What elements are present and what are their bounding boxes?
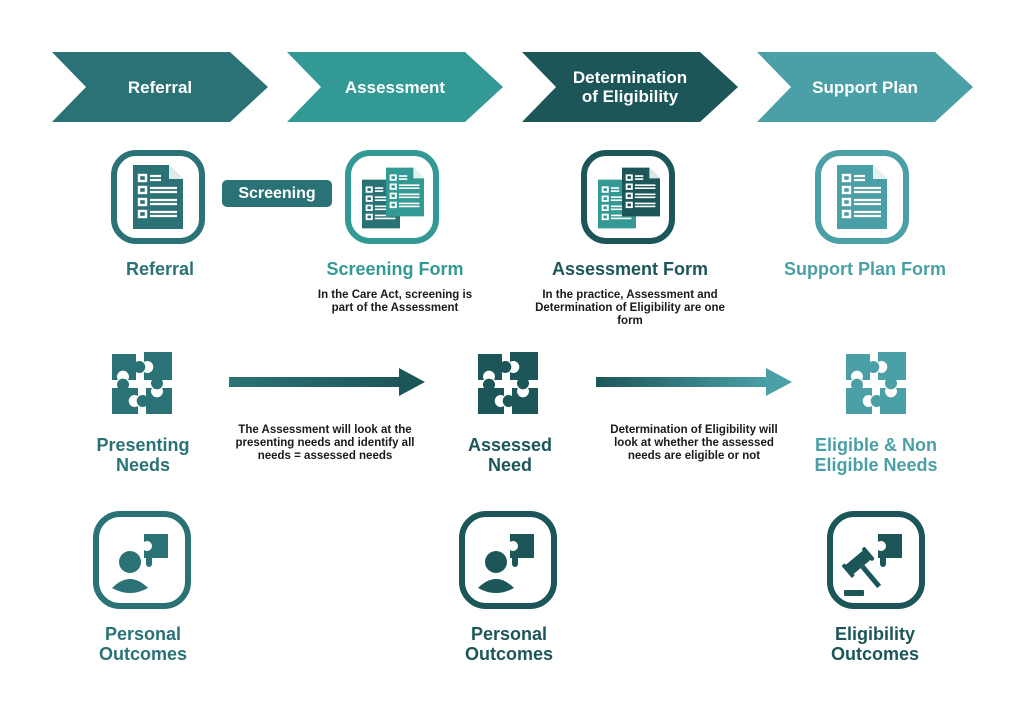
stage-support-plan: Support Plan [757,52,973,122]
puzzle-icon-eligible [842,350,910,418]
chevron-shape [522,52,738,122]
gavel-puzzle-icon [827,511,925,609]
form-label-screening: Screening Form [326,259,464,279]
screening-connector-label: Screening [222,180,332,207]
chevron-shape [757,52,973,122]
stage-label: Assessment [344,77,446,97]
document-checklist-icon [837,165,887,229]
personal-outcomes-frame [92,510,191,609]
assessment-form-frame [580,149,676,245]
chevron-shape [52,52,268,122]
stage-assessment: Assessment [287,52,503,122]
stacked-documents-icon-front [386,168,424,217]
need-label-assessed: Assessed Need [467,435,553,475]
stage-determination-of-eligibility: Determination of Eligibility [522,52,738,122]
screening-form-frame [344,149,440,245]
need-label-presenting: Presenting Needs [96,435,190,475]
stage-label: Referral [127,77,193,97]
transition-note-assessment: The Assessment will look at the presenti… [235,424,415,462]
puzzle-icon-assessed [474,350,542,418]
person-puzzle-icon [459,511,557,609]
stage-referral: Referral [52,52,268,122]
form-label-assessment: Assessment Form [551,259,709,279]
support-plan-form-frame [814,149,910,245]
eligibility-outcomes-frame [826,510,925,609]
person-puzzle-icon [93,511,191,609]
outcome-label-personal: Personal Outcomes [98,624,188,664]
screening-note: In the Care Act, screening is part of th… [317,289,473,314]
outcome-label-eligibility: Eligibility Outcomes [830,624,920,664]
personal-outcomes-frame [458,510,557,609]
outcome-label-personal: Personal Outcomes [464,624,554,664]
transition-note-eligibility: Determination of Eligibility will look a… [610,424,778,462]
puzzle-icon-presenting [108,350,176,418]
assessment-note: In the practice, Assessment and Determin… [535,289,725,327]
stage-label: Support Plan [812,77,918,97]
form-label-support-plan: Support Plan Form [784,259,946,279]
chevron-shape [287,52,503,122]
stacked-documents-icon-front [622,168,660,217]
referral-form-frame [110,149,206,245]
arrow-right-icon [229,368,425,396]
need-label-eligible: Eligible & Non Eligible Needs [814,435,938,475]
form-label-referral: Referral [125,259,195,279]
stage-label: Determination of Eligibility [572,68,688,106]
arrow-right-icon [596,368,792,396]
document-checklist-icon [133,165,183,229]
